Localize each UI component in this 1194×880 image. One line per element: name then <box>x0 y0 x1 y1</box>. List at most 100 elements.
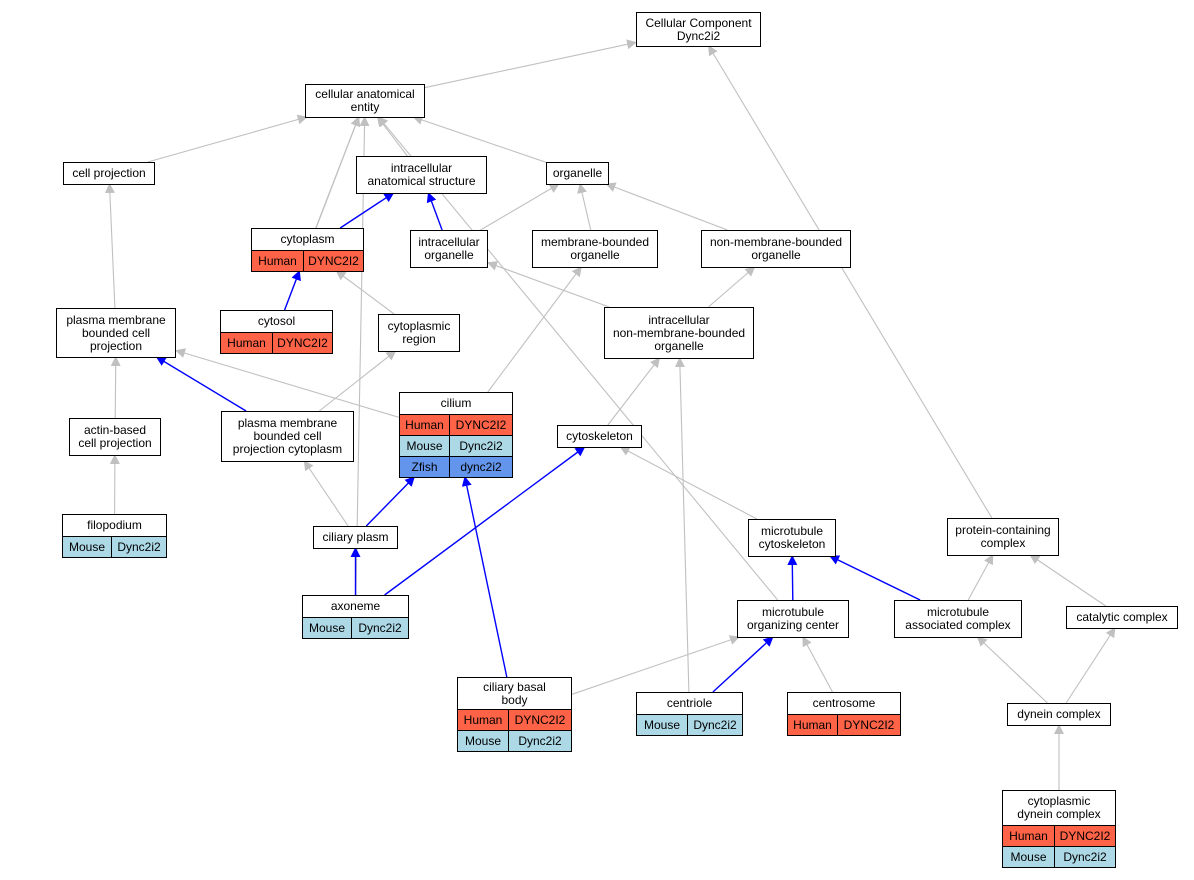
node-title-line: ciliary basal <box>483 679 546 694</box>
edge-membound-to-organelle <box>577 183 592 231</box>
edge-cellproj-to-cae <box>147 114 308 163</box>
edge-pmbcpc-to-pmbcp <box>155 356 247 412</box>
edge-organelle-to-cae <box>412 115 547 163</box>
node-title: centriole <box>637 693 742 714</box>
species-label: Human <box>458 710 509 730</box>
species-label: Human <box>400 415 450 435</box>
edge-cbb-to-mtoc <box>571 635 740 695</box>
node-title: cilium <box>400 393 512 414</box>
species-label: Human <box>788 715 838 735</box>
gene-symbol: DYNC2I2 <box>308 254 359 268</box>
edge-mtac-to-pcc <box>967 554 994 601</box>
edge-mtcyto-to-cytoskel <box>619 446 758 520</box>
edge-ciliaryplasm-to-cilium <box>365 476 415 527</box>
node-title-line: bounded cell <box>81 325 151 340</box>
species-label: Zfish <box>400 457 450 477</box>
edge-axoneme-to-cae <box>355 116 370 596</box>
species-label: Mouse <box>400 436 450 456</box>
gene-row-human: Human DYNC2I2 <box>458 709 571 730</box>
edge-dynein-to-catalytic <box>1065 627 1116 704</box>
edge-cytoplasm-to-ias <box>339 192 395 229</box>
edge-pmbcpc-to-cytoreg <box>318 350 397 412</box>
edge-cilium-to-membound <box>487 266 582 393</box>
gene-symbol: Dync2i2 <box>518 734 562 748</box>
node-title: catalytic complex <box>1067 607 1177 628</box>
edge-centriole-to-inmbo <box>674 357 690 693</box>
node-title-line: cytoskeleton <box>758 537 826 551</box>
node-title-line: non-membrane-bounded <box>709 235 843 249</box>
node-title-line: organelle <box>654 338 704 353</box>
node-title-line: cytoplasmic <box>387 319 451 333</box>
node-organelle[interactable]: organelle <box>546 162 609 185</box>
node-title: centrosome <box>788 693 900 714</box>
node-title-line: cytoplasm <box>280 232 335 246</box>
edge-mtoc-to-mtcyto <box>787 555 798 601</box>
node-ciliaryplasm[interactable]: ciliary plasm <box>313 526 398 549</box>
node-title-line: plasma membrane <box>237 416 338 430</box>
node-title-line: organelle <box>424 248 474 262</box>
node-title-line: ciliary plasm <box>322 530 389 544</box>
node-title-line: microtubule <box>761 605 825 619</box>
node-title-line: organelle <box>570 248 620 262</box>
species-label: Mouse <box>303 618 352 638</box>
gene-symbol: Dync2i2 <box>693 718 737 732</box>
node-title-line: projection <box>89 338 143 353</box>
node-dynein[interactable]: dynein complex <box>1007 703 1111 726</box>
edge-centrosome-to-mtoc <box>802 636 833 693</box>
species-label: Mouse <box>1003 847 1055 867</box>
node-title-line: cytoplasmic <box>1027 794 1091 808</box>
node-title-line: organelle <box>751 248 801 262</box>
node-cytoskel[interactable]: cytoskeleton <box>557 425 642 448</box>
edge-cytosol-to-cytoplasm <box>283 270 301 311</box>
node-title-line: actin-based <box>83 423 147 437</box>
node-title-line: cell projection <box>78 436 152 450</box>
node-catalytic[interactable]: catalytic complex <box>1066 606 1178 629</box>
node-title: cytoplasm <box>252 229 363 250</box>
node-title-line: complex <box>980 536 1026 550</box>
gene-symbol: DYNC2I2 <box>514 713 566 727</box>
node-title: cytoskeleton <box>558 426 641 447</box>
node-title-line: bounded cell <box>253 429 322 443</box>
node-title-line: catalytic complex <box>1076 610 1168 624</box>
node-title-line: associated complex <box>905 618 1011 632</box>
node-cellproj[interactable]: cell projection <box>63 162 155 185</box>
gene-symbol: DYNC2I2 <box>1059 829 1111 843</box>
